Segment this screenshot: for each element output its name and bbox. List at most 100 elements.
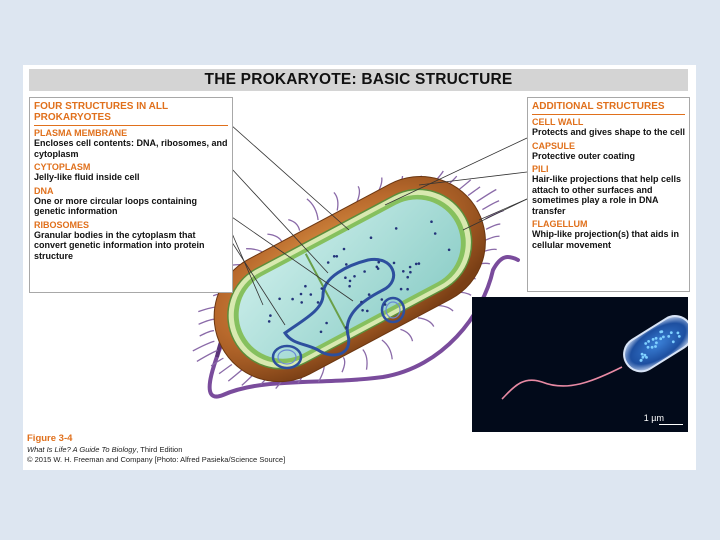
ribosome <box>415 263 418 266</box>
micrograph-dot <box>655 341 658 344</box>
ribosome <box>278 298 281 301</box>
ribosome <box>360 301 363 304</box>
ribosome <box>333 255 336 258</box>
pilus <box>363 350 367 370</box>
scale-label: 1 µm <box>644 413 664 423</box>
caption-figure-number: Figure 3-4 <box>27 433 467 444</box>
ribosome <box>409 266 412 269</box>
caption: Figure 3-4 What Is Life? A Guide To Biol… <box>27 433 467 465</box>
ribosome <box>377 261 380 264</box>
item-cytoplasm: CYTOPLASM Jelly-like fluid inside cell <box>30 162 232 183</box>
ribosome <box>321 287 324 290</box>
item-plasma-membrane: PLASMA MEMBRANE Encloses cell contents: … <box>30 128 232 159</box>
micrograph-dot <box>647 340 650 343</box>
ribosome <box>361 309 364 312</box>
item-desc: Protects and gives shape to the cell <box>532 127 687 138</box>
caption-credit: © 2015 W. H. Freeman and Company [Photo:… <box>27 455 467 465</box>
micrograph-dot <box>670 331 673 334</box>
left-panel-header: FOUR STRUCTURES IN ALL PROKARYOTES <box>30 98 232 123</box>
left-panel: FOUR STRUCTURES IN ALL PROKARYOTES PLASM… <box>29 97 233 293</box>
item-dna: DNA One or more circular loops containin… <box>30 186 232 217</box>
ribosome <box>366 310 369 313</box>
ribosome <box>345 263 348 266</box>
ribosome <box>363 270 366 273</box>
micrograph-dot <box>651 346 654 349</box>
pilus <box>418 318 434 327</box>
micrograph-dot <box>640 359 643 362</box>
item-name: CELL WALL <box>532 117 687 127</box>
micrograph-dot <box>660 330 663 333</box>
caption-source: What Is Life? A Guide To Biology, Third … <box>27 444 467 455</box>
item-capsule: CAPSULE Protective outer coating <box>528 141 689 162</box>
pilus <box>219 365 232 374</box>
item-pili: PILI Hair-like projections that help cel… <box>528 164 689 216</box>
item-desc: One or more circular loops containing ge… <box>34 196 230 217</box>
micrograph-dot <box>678 335 681 338</box>
micrograph-image <box>472 297 688 432</box>
micrograph: 1 µm <box>472 297 688 432</box>
micrograph-dot <box>672 340 675 343</box>
micrograph-dot <box>641 353 644 356</box>
item-ribosomes: RIBOSOMES Granular bodies in the cytopla… <box>30 220 232 262</box>
micrograph-dot <box>655 337 658 340</box>
item-flagellum: FLAGELLUM Whip-like projection(s) that a… <box>528 219 689 250</box>
ribosome <box>310 293 313 296</box>
ribosome <box>304 285 307 288</box>
ribosome <box>406 276 409 279</box>
title-bar: THE PROKARYOTE: BASIC STRUCTURE <box>29 69 688 91</box>
micrograph-dot <box>644 342 647 345</box>
pilus <box>342 357 345 372</box>
ribosome <box>320 331 323 334</box>
item-desc: Protective outer coating <box>532 151 687 162</box>
ribosome <box>393 262 396 265</box>
pilus <box>482 201 499 210</box>
item-name: CYTOPLASM <box>34 162 230 172</box>
ribosome <box>377 267 380 270</box>
ribosome <box>345 326 348 329</box>
ribosome <box>384 303 387 306</box>
pilus <box>200 331 214 336</box>
ribosome <box>268 320 271 323</box>
ribosome <box>402 270 405 273</box>
micrograph-dot <box>659 337 662 340</box>
ribosome <box>353 275 356 278</box>
micrograph-dot <box>644 354 647 357</box>
pilus <box>288 220 299 231</box>
item-name: PLASMA MEMBRANE <box>34 128 230 138</box>
pilus <box>477 190 497 202</box>
ribosome <box>325 322 328 325</box>
micrograph-cell <box>618 310 688 378</box>
ribosome <box>269 314 272 317</box>
caption-edition: , Third Edition <box>136 445 182 454</box>
ribosome <box>406 288 409 291</box>
item-desc: Hair-like projections that help cells at… <box>532 174 687 216</box>
pilus <box>228 369 243 381</box>
ribosome <box>344 276 347 279</box>
item-name: DNA <box>34 186 230 196</box>
item-name: CAPSULE <box>532 141 687 151</box>
pilus <box>468 187 480 196</box>
ribosome <box>291 298 294 301</box>
caption-book-title: What Is Life? A Guide To Biology <box>27 445 136 454</box>
item-name: PILI <box>532 164 687 174</box>
item-name: RIBOSOMES <box>34 220 230 230</box>
ribosome <box>448 249 451 252</box>
micrograph-dot <box>667 335 670 338</box>
micrograph-dot <box>662 336 665 339</box>
ribosome <box>343 248 346 251</box>
right-panel-rule <box>532 114 685 115</box>
ribosome <box>300 293 303 296</box>
ribosome <box>409 271 412 274</box>
scale-bar <box>659 424 683 425</box>
micrograph-flagellum <box>502 367 622 399</box>
pilus <box>334 192 338 210</box>
pilus <box>307 199 318 220</box>
micrograph-dot <box>652 338 655 341</box>
micrograph-dot <box>642 356 645 359</box>
ribosome <box>300 301 303 304</box>
ribosome <box>368 293 371 296</box>
micrograph-dot <box>677 332 680 335</box>
ribosome <box>400 288 403 291</box>
left-panel-rule <box>34 125 228 126</box>
pilus <box>486 224 500 229</box>
